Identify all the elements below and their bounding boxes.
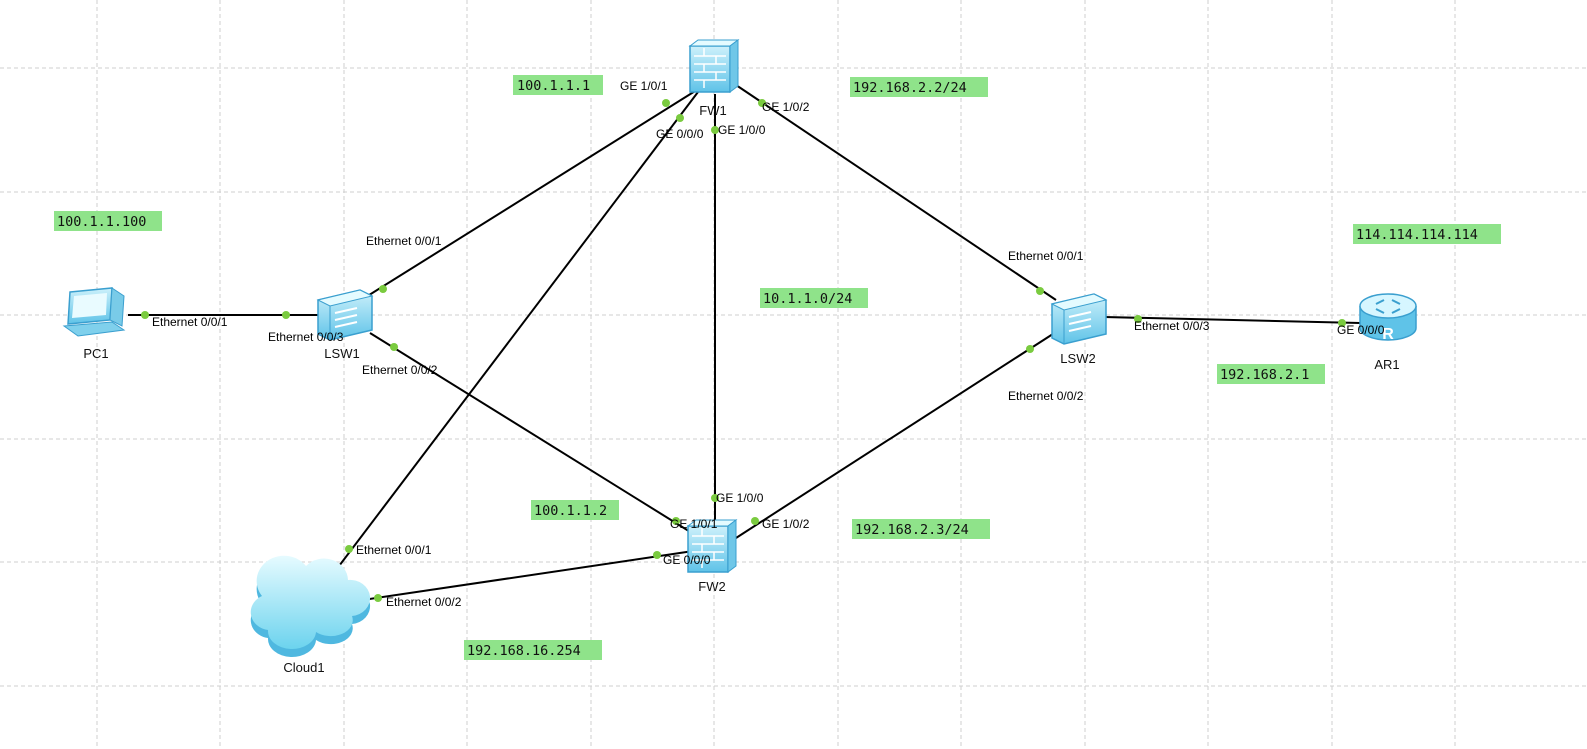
- port-label: GE 1/0/0: [718, 123, 766, 137]
- pc-icon: [62, 287, 126, 337]
- cloud-icon: [250, 555, 371, 658]
- firewall-icon: [686, 519, 738, 573]
- port-label: Ethernet 0/0/1: [366, 234, 442, 248]
- svg-text:10.1.1.0/24: 10.1.1.0/24: [763, 291, 852, 307]
- lsw1-label: LSW1: [324, 346, 359, 361]
- svg-text:114.114.114.114: 114.114.114.114: [1356, 227, 1478, 243]
- link-lsw1-fw1[interactable]: [365, 87, 701, 298]
- fw2-device[interactable]: FW2: [686, 519, 738, 594]
- firewall-icon: [688, 39, 740, 93]
- note-ar1-inside-ip[interactable]: 192.168.2.1: [1217, 364, 1325, 384]
- svg-text:100.1.1.1: 100.1.1.1: [517, 78, 590, 94]
- port-label: GE 1/0/2: [762, 517, 810, 531]
- svg-text:192.168.2.2/24: 192.168.2.2/24: [853, 80, 967, 96]
- port-dot: [282, 311, 290, 319]
- port-label: GE 1/0/0: [716, 491, 764, 505]
- svg-text:192.168.2.3/24: 192.168.2.3/24: [855, 522, 969, 538]
- port-dot: [672, 517, 680, 525]
- links: [128, 84, 1361, 602]
- port-label: GE 1/0/1: [620, 79, 668, 93]
- port-dot: [345, 545, 353, 553]
- port-dot: [374, 594, 382, 602]
- port-label: Ethernet 0/0/3: [268, 330, 344, 344]
- port-dot: [662, 99, 670, 107]
- link-lsw2-ar1[interactable]: [1103, 316, 1361, 324]
- pc1-label: PC1: [83, 346, 108, 361]
- lsw2-label: LSW2: [1060, 351, 1095, 366]
- port-label: GE 1/0/1: [670, 517, 718, 531]
- port-dot: [711, 494, 719, 502]
- port-label: Ethernet 0/0/1: [152, 315, 228, 329]
- switch-icon: [1050, 293, 1108, 345]
- port-label: GE 0/0/0: [656, 127, 704, 141]
- port-dot: [1036, 287, 1044, 295]
- port-dot: [1026, 345, 1034, 353]
- port-label: Ethernet 0/0/2: [362, 363, 438, 377]
- port-dots: [141, 99, 1346, 602]
- port-dot: [1134, 315, 1142, 323]
- link-cloud1-fw2[interactable]: [355, 549, 701, 602]
- port-dot: [379, 285, 387, 293]
- note-fw2-outside-ip[interactable]: 100.1.1.2: [531, 500, 619, 520]
- lsw1-device[interactable]: LSW1: [316, 289, 374, 361]
- ip-notes: 100.1.1.1 100.1.1.100 192.168.2.2/24 114…: [54, 75, 1501, 660]
- switch-icon: [316, 289, 374, 341]
- port-dot: [758, 99, 766, 107]
- port-label: Ethernet 0/0/3: [1134, 319, 1210, 333]
- note-ar1-public-ip[interactable]: 114.114.114.114: [1353, 224, 1501, 244]
- port-label: GE 0/0/0: [663, 553, 711, 567]
- note-cloud-ip[interactable]: 192.168.16.254: [464, 640, 602, 660]
- note-fw2-inside-ip[interactable]: 192.168.2.3/24: [852, 519, 990, 539]
- port-dot: [390, 343, 398, 351]
- port-dot: [676, 114, 684, 122]
- port-label: GE 1/0/2: [762, 100, 810, 114]
- svg-text:192.168.2.1: 192.168.2.1: [1220, 367, 1309, 383]
- port-label: Ethernet 0/0/1: [1008, 249, 1084, 263]
- note-heartbeat-net[interactable]: 10.1.1.0/24: [760, 288, 868, 308]
- fw1-label: FW1: [699, 103, 726, 118]
- pc1-device[interactable]: PC1: [62, 287, 126, 361]
- note-fw1-inside-ip[interactable]: 192.168.2.2/24: [850, 77, 988, 97]
- note-pc1-ip[interactable]: 100.1.1.100: [54, 211, 162, 231]
- svg-text:100.1.1.100: 100.1.1.100: [57, 214, 146, 230]
- svg-text:R: R: [1382, 326, 1394, 343]
- ar1-label: AR1: [1374, 357, 1399, 372]
- router-icon: R: [1359, 293, 1417, 343]
- port-label: GE 0/0/0: [1337, 323, 1385, 337]
- svg-text:100.1.1.2: 100.1.1.2: [534, 503, 607, 519]
- port-label: Ethernet 0/0/2: [386, 595, 462, 609]
- cloud1-label: Cloud1: [283, 660, 324, 675]
- link-cloud1-fw1[interactable]: [335, 91, 699, 571]
- port-labels: Ethernet 0/0/1 Ethernet 0/0/3 Ethernet 0…: [152, 79, 1385, 609]
- port-label: Ethernet 0/0/2: [1008, 389, 1084, 403]
- link-fw1-lsw2[interactable]: [735, 84, 1057, 301]
- port-dot: [751, 517, 759, 525]
- port-label: Ethernet 0/0/1: [356, 543, 432, 557]
- link-fw2-lsw2[interactable]: [735, 331, 1057, 539]
- port-dot: [1338, 319, 1346, 327]
- link-lsw1-fw2[interactable]: [369, 332, 701, 539]
- port-dot: [653, 551, 661, 559]
- lsw2-device[interactable]: LSW2: [1050, 293, 1108, 366]
- svg-text:192.168.16.254: 192.168.16.254: [467, 643, 581, 659]
- fw2-label: FW2: [698, 579, 725, 594]
- ar1-device[interactable]: R AR1: [1359, 293, 1417, 372]
- note-fw1-outside-ip[interactable]: 100.1.1.1: [513, 75, 603, 95]
- fw1-device[interactable]: FW1: [688, 39, 740, 118]
- port-dot: [711, 126, 719, 134]
- cloud1-device[interactable]: Cloud1: [250, 555, 371, 675]
- port-dot: [141, 311, 149, 319]
